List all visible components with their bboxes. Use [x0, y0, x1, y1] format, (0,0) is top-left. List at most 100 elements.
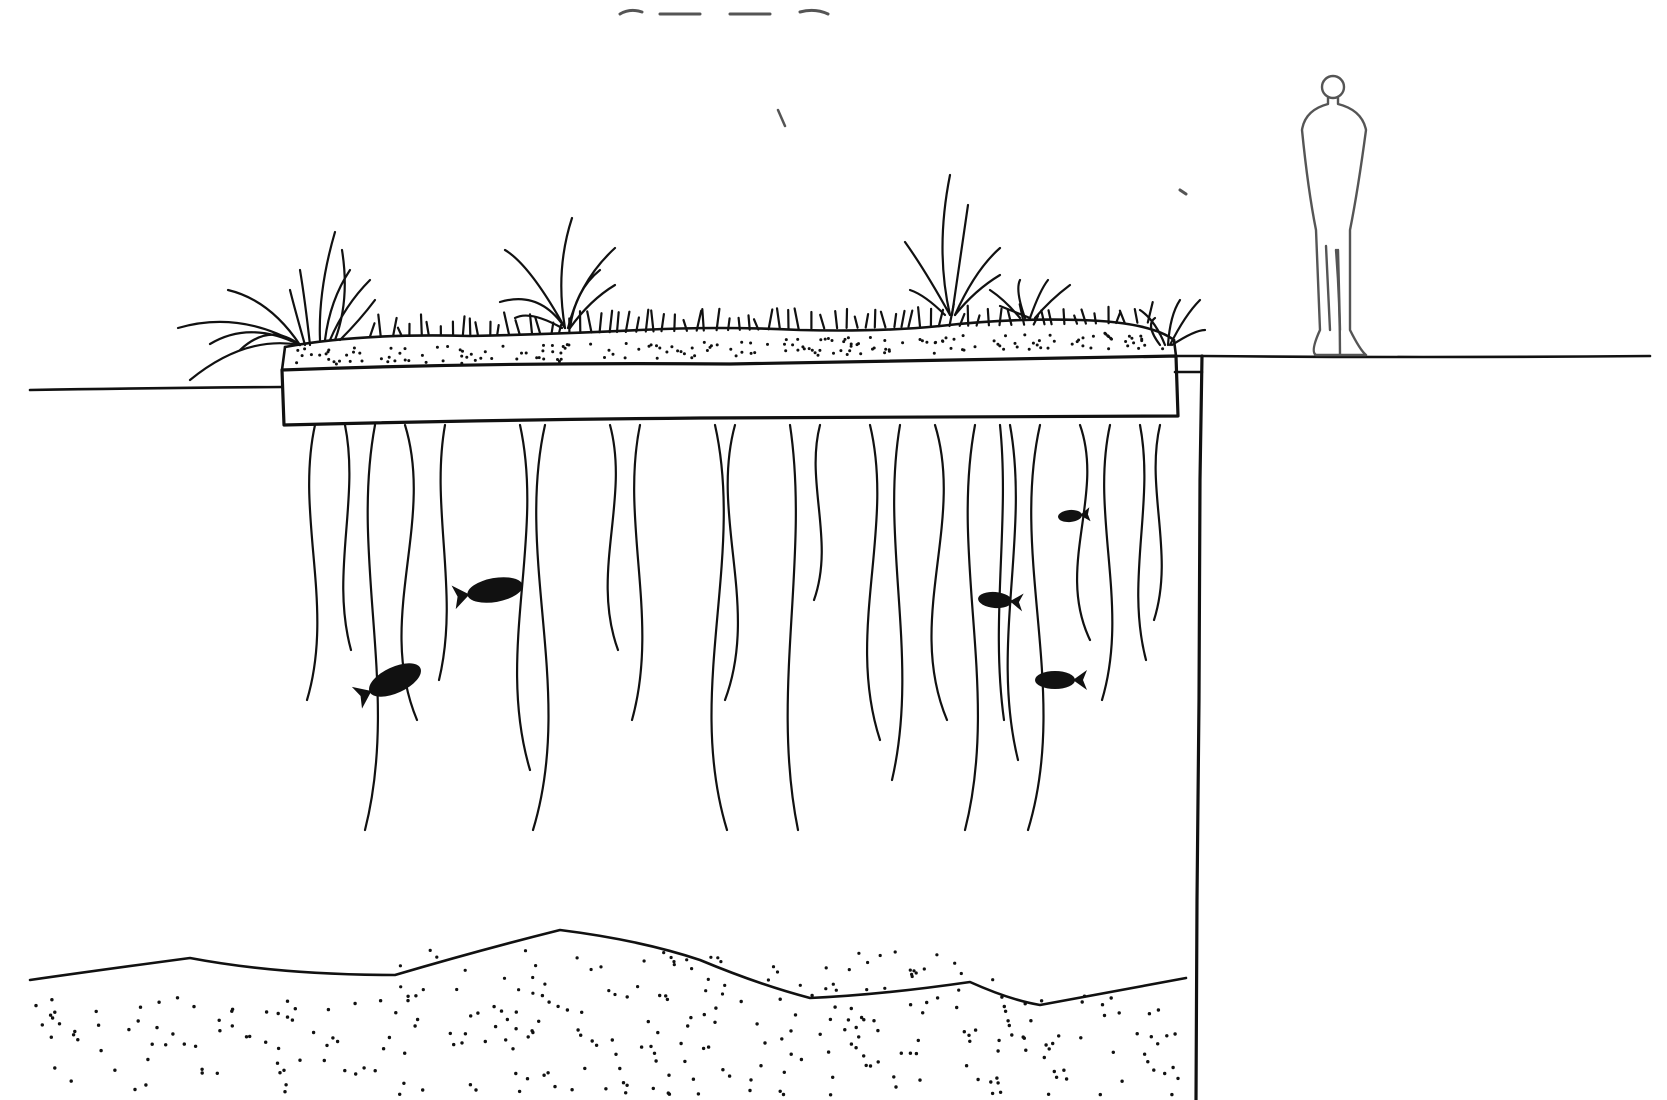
sediment-dot [460, 1041, 463, 1044]
grass-blade [516, 320, 520, 334]
sediment-dot [866, 961, 869, 964]
sediment-dot [690, 967, 693, 970]
soil-dot [648, 345, 651, 348]
grass-blade [918, 307, 920, 326]
sediment-dot [464, 969, 467, 972]
soil-dot [1032, 342, 1035, 345]
sediment-dot [1062, 1069, 1065, 1072]
sediment-dot [909, 969, 912, 972]
grass-blade [728, 318, 730, 330]
sediment-dot [911, 975, 914, 978]
sediment-dot [917, 1039, 920, 1042]
sediment-dot [740, 1000, 743, 1003]
soil-dot [683, 352, 686, 355]
sediment-dot [832, 983, 835, 986]
sediment-dot [452, 1043, 455, 1046]
grass-blade [378, 315, 380, 337]
sediment-dot [284, 1083, 287, 1086]
sediment-dot [406, 999, 409, 1002]
sediment-dot [683, 1060, 686, 1063]
sediment-dot [1148, 1012, 1151, 1015]
soil-dot [564, 347, 567, 350]
sediment-dot [900, 1052, 903, 1055]
sediment-dot [1150, 1035, 1153, 1038]
soil-dot [1002, 348, 1005, 351]
sediment-dot [829, 1018, 832, 1021]
soil-dot [716, 343, 719, 346]
fish-group [351, 507, 1090, 709]
sediment-dot [965, 1064, 968, 1067]
soil-dot [703, 341, 706, 344]
sediment-dot [382, 1047, 385, 1050]
sediment-dot [553, 1085, 556, 1088]
soil-dot [361, 360, 364, 363]
sediment-dot [1044, 1043, 1047, 1046]
sediment-dot [763, 1041, 766, 1044]
grass-blade [674, 315, 675, 332]
sediment-dot [827, 1050, 830, 1053]
root-strand [365, 425, 378, 830]
sediment-dot [403, 1052, 406, 1055]
grass-blade [600, 313, 602, 332]
sediment-dot [1065, 1077, 1068, 1080]
sediment-dot [923, 967, 926, 970]
soil-dot [352, 351, 355, 354]
sediment-dot [146, 1058, 149, 1061]
soil-dot [303, 347, 306, 350]
root-strand [867, 425, 880, 740]
plant-roots [307, 425, 1162, 830]
standing-person [1302, 76, 1366, 355]
sediment-dot [824, 987, 827, 990]
grass-blade [855, 317, 858, 328]
sediment-dot [670, 956, 673, 959]
root-strand [1008, 425, 1018, 760]
soil-dot [1161, 347, 1164, 350]
sediment-dot [848, 968, 851, 971]
grass-blade [427, 322, 429, 336]
soil-dot [490, 357, 493, 360]
sediment-dot [570, 1088, 573, 1091]
sediment-dot [1170, 1093, 1173, 1096]
soil-dot [974, 345, 977, 348]
sediment-dot [1043, 1056, 1046, 1059]
soil-dot [542, 358, 545, 361]
sediment-dot [995, 1076, 998, 1079]
sediment-dot [672, 960, 675, 963]
sediment-dot [298, 1059, 301, 1062]
sediment-dot [865, 1064, 868, 1067]
sediment-dot [379, 999, 382, 1002]
sediment-dot [855, 1026, 858, 1029]
sediment-dot [422, 988, 425, 991]
sediment-dot [579, 1034, 582, 1037]
soil-dot [338, 360, 341, 363]
sediment-dot [894, 1085, 897, 1088]
soil-dot [295, 361, 298, 364]
sediment-dot [537, 1020, 540, 1023]
soil-dot [1036, 344, 1039, 347]
grass-blade [393, 318, 397, 336]
grass-blade [820, 315, 824, 329]
soil-dot [1047, 347, 1050, 350]
soil-dot [390, 347, 393, 350]
soil-dot [1124, 340, 1127, 343]
sediment-dot [429, 949, 432, 952]
sediment-dot [53, 1011, 56, 1014]
grass-blade [617, 312, 619, 332]
soil-dot [345, 354, 348, 357]
sediment-dot [957, 989, 960, 992]
grass-blade [739, 318, 740, 330]
sediment-dot [327, 1008, 330, 1011]
grass-blade [1008, 309, 1012, 325]
sediment-dot [656, 1031, 659, 1034]
sediment-dot [1120, 1080, 1123, 1083]
sediment-dot [245, 1035, 248, 1038]
soil-dot [421, 354, 424, 357]
sediment-dot [283, 1090, 286, 1093]
sediment-dot [514, 1072, 517, 1075]
grass-blade [1094, 313, 1096, 323]
sediment-dot [991, 978, 994, 981]
sediment-dot [518, 1090, 521, 1093]
sediment-dot [835, 989, 838, 992]
sediment-dot [960, 972, 963, 975]
